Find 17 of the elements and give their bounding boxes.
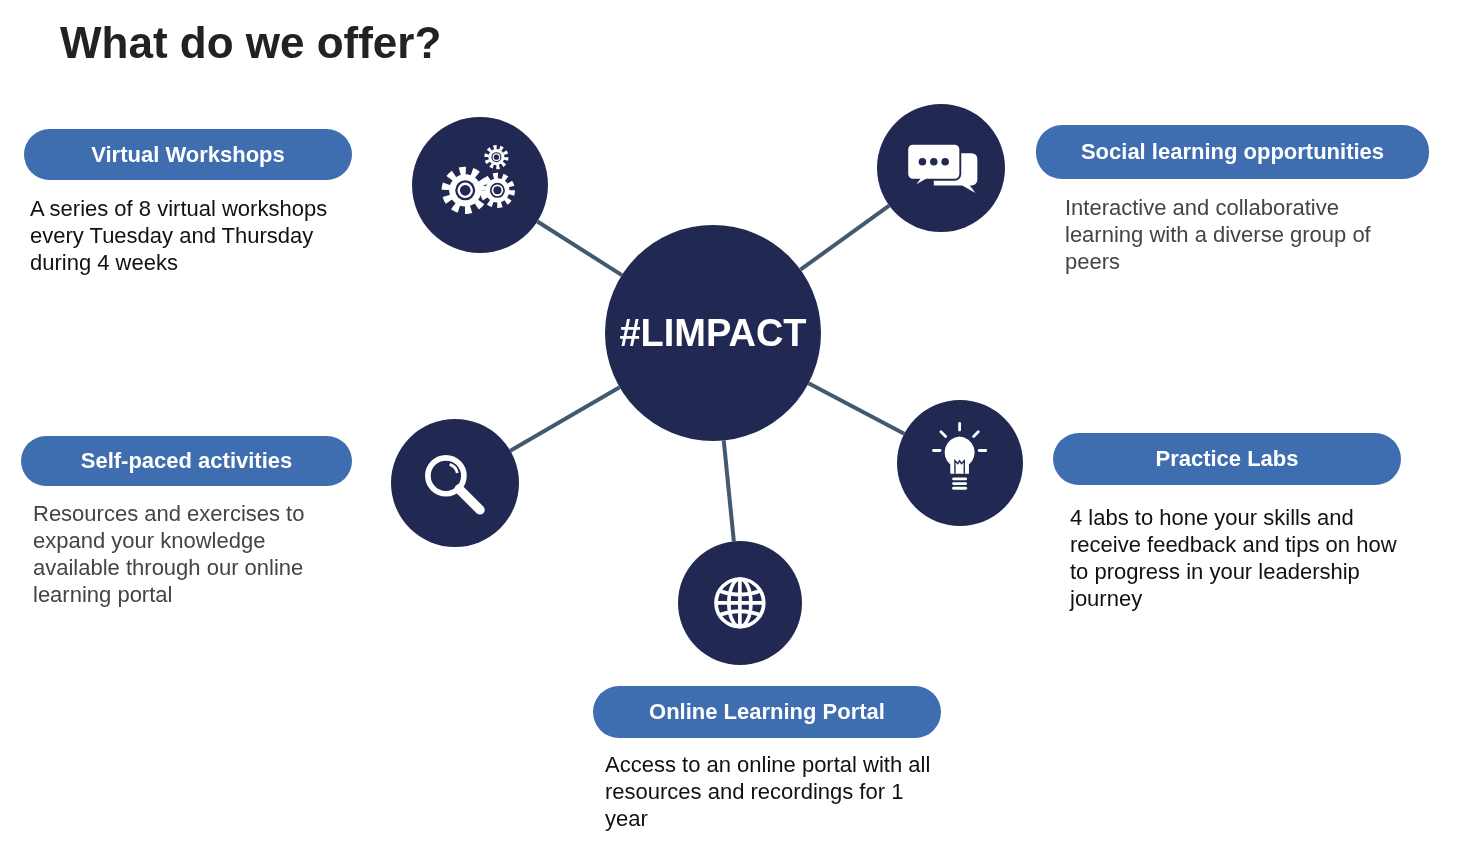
title-pill: Social learning opportunities: [1036, 125, 1429, 179]
description-text: 4 labs to hone your skills and receive feedback and tips on how to progress in your leadership journey: [1070, 504, 1398, 612]
connector-line: [807, 381, 906, 436]
connector-line: [536, 219, 623, 277]
title-pill: Practice Labs: [1053, 433, 1401, 485]
connector-line: [721, 440, 736, 542]
description-text: Interactive and collaborative learning with a diverse group of peers: [1065, 194, 1372, 275]
description-text: A series of 8 virtual workshops every Tuesday and Thursday during 4 weeks: [30, 195, 329, 276]
description-text: Resources and exercises to expand your knowledge available through our online learning portal: [33, 500, 306, 608]
hub-circle: #LIMPACT: [605, 225, 821, 441]
connector-line: [509, 385, 621, 453]
connector-line: [799, 203, 891, 272]
title-pill: Online Learning Portal: [593, 686, 941, 738]
description-text: Access to an online portal with all resources and recordings for 1 year: [605, 751, 932, 832]
title-pill: Virtual Workshops: [24, 129, 352, 180]
title: What do we offer?: [60, 18, 442, 68]
title-pill: Self-paced activities: [21, 436, 352, 486]
